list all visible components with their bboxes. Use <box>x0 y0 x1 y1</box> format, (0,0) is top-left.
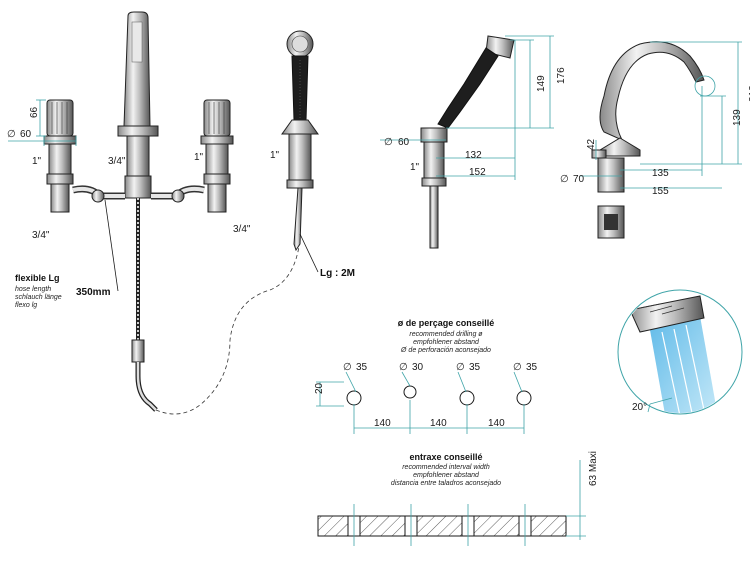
dim-60: 60 <box>20 129 32 140</box>
thread-34-left-top: 3/4" <box>108 156 126 167</box>
diameter-symbol: ∅ <box>343 362 352 373</box>
max-thickness: 63 Maxi <box>588 451 599 486</box>
spray-detail: 20° <box>617 289 743 415</box>
faucet-dimensions <box>8 99 119 292</box>
spacing-3: 140 <box>488 418 505 429</box>
left-valve-handle <box>43 99 77 213</box>
dim-42: 42 <box>586 138 597 150</box>
drill-height: 20 <box>314 382 325 394</box>
faucet-assembly: 66 ∅ 60 1" 3/4" 1" 3/4" 3/4" flexible Lg… <box>7 11 251 412</box>
interval-title: entraxe conseillé <box>409 452 482 462</box>
dim-149: 149 <box>536 75 547 92</box>
shower-hose-dashed <box>155 239 301 415</box>
dim-152: 152 <box>469 167 486 178</box>
thread-1-left: 1" <box>32 156 42 167</box>
drilling-es: Ø de perforación aconsejado <box>400 347 491 354</box>
drilling-title: ø de perçage conseillé <box>398 318 495 328</box>
interval-es: distancia entre taladros aconsejado <box>391 480 501 487</box>
right-valve-handle <box>200 99 234 213</box>
interval-de: empfohlener abstand <box>413 472 480 479</box>
hose-es: flexo lg <box>15 302 37 309</box>
dim-70: 70 <box>573 174 585 185</box>
diameter-symbol: ∅ <box>513 362 522 373</box>
diameter-symbol: ∅ <box>7 129 16 140</box>
thread-1-right: 1" <box>194 152 204 163</box>
diameter-symbol: ∅ <box>384 137 393 148</box>
spray-angle: 20° <box>632 402 647 413</box>
shower-hose-length: Lg : 2M <box>320 268 355 279</box>
hand-shower-side: ∅ 60 1" 132 152 149 176 <box>380 35 567 249</box>
dim-66: 66 <box>29 106 40 118</box>
diameter-symbol: ∅ <box>456 362 465 373</box>
central-spout <box>117 11 159 199</box>
side-thread-1: 1" <box>410 162 420 173</box>
drill-hole <box>346 390 362 406</box>
side-dim-60: 60 <box>398 137 410 148</box>
drill-hole <box>459 390 475 406</box>
deck-section <box>317 515 567 537</box>
interval-section: entraxe conseillé recommended interval w… <box>317 451 599 546</box>
drilling-de: empfohlener abstand <box>413 339 480 346</box>
dim-213: 213 <box>748 85 750 102</box>
connecting-pipes <box>72 185 205 203</box>
drill-hole <box>403 385 417 399</box>
thread-34-right-bottom: 3/4" <box>233 224 251 235</box>
drilling-section: ø de perçage conseillé recommended drill… <box>314 318 538 434</box>
interval-en: recommended interval width <box>402 464 490 471</box>
flexible-hose <box>131 198 158 412</box>
spacing-1: 140 <box>374 418 391 429</box>
shower-thread-1: 1" <box>270 150 280 161</box>
diameter-1: 35 <box>356 362 368 373</box>
dim-132: 132 <box>465 150 482 161</box>
dim-139: 139 <box>732 109 743 126</box>
hose-en: hose length <box>15 286 51 293</box>
drill-hole <box>516 390 532 406</box>
diameter-symbol: ∅ <box>399 362 408 373</box>
thread-34-left-bottom: 3/4" <box>32 230 50 241</box>
spacing-2: 140 <box>430 418 447 429</box>
drilling-en: recommended drilling ø <box>409 331 483 338</box>
dim-155: 155 <box>652 186 669 197</box>
hand-shower-front: 1" Lg : 2M <box>270 30 355 279</box>
dim-176: 176 <box>556 67 567 84</box>
diameter-3: 35 <box>469 362 481 373</box>
hose-de: schlauch länge <box>15 294 62 301</box>
diameter-4: 35 <box>526 362 538 373</box>
spout-side: 42 ∅ 70 135 155 139 213 <box>560 41 750 239</box>
hose-length: 350mm <box>76 287 111 298</box>
hose-title: flexible Lg <box>15 273 60 283</box>
dim-135: 135 <box>652 168 669 179</box>
diameter-symbol: ∅ <box>560 174 569 185</box>
diameter-2: 30 <box>412 362 424 373</box>
